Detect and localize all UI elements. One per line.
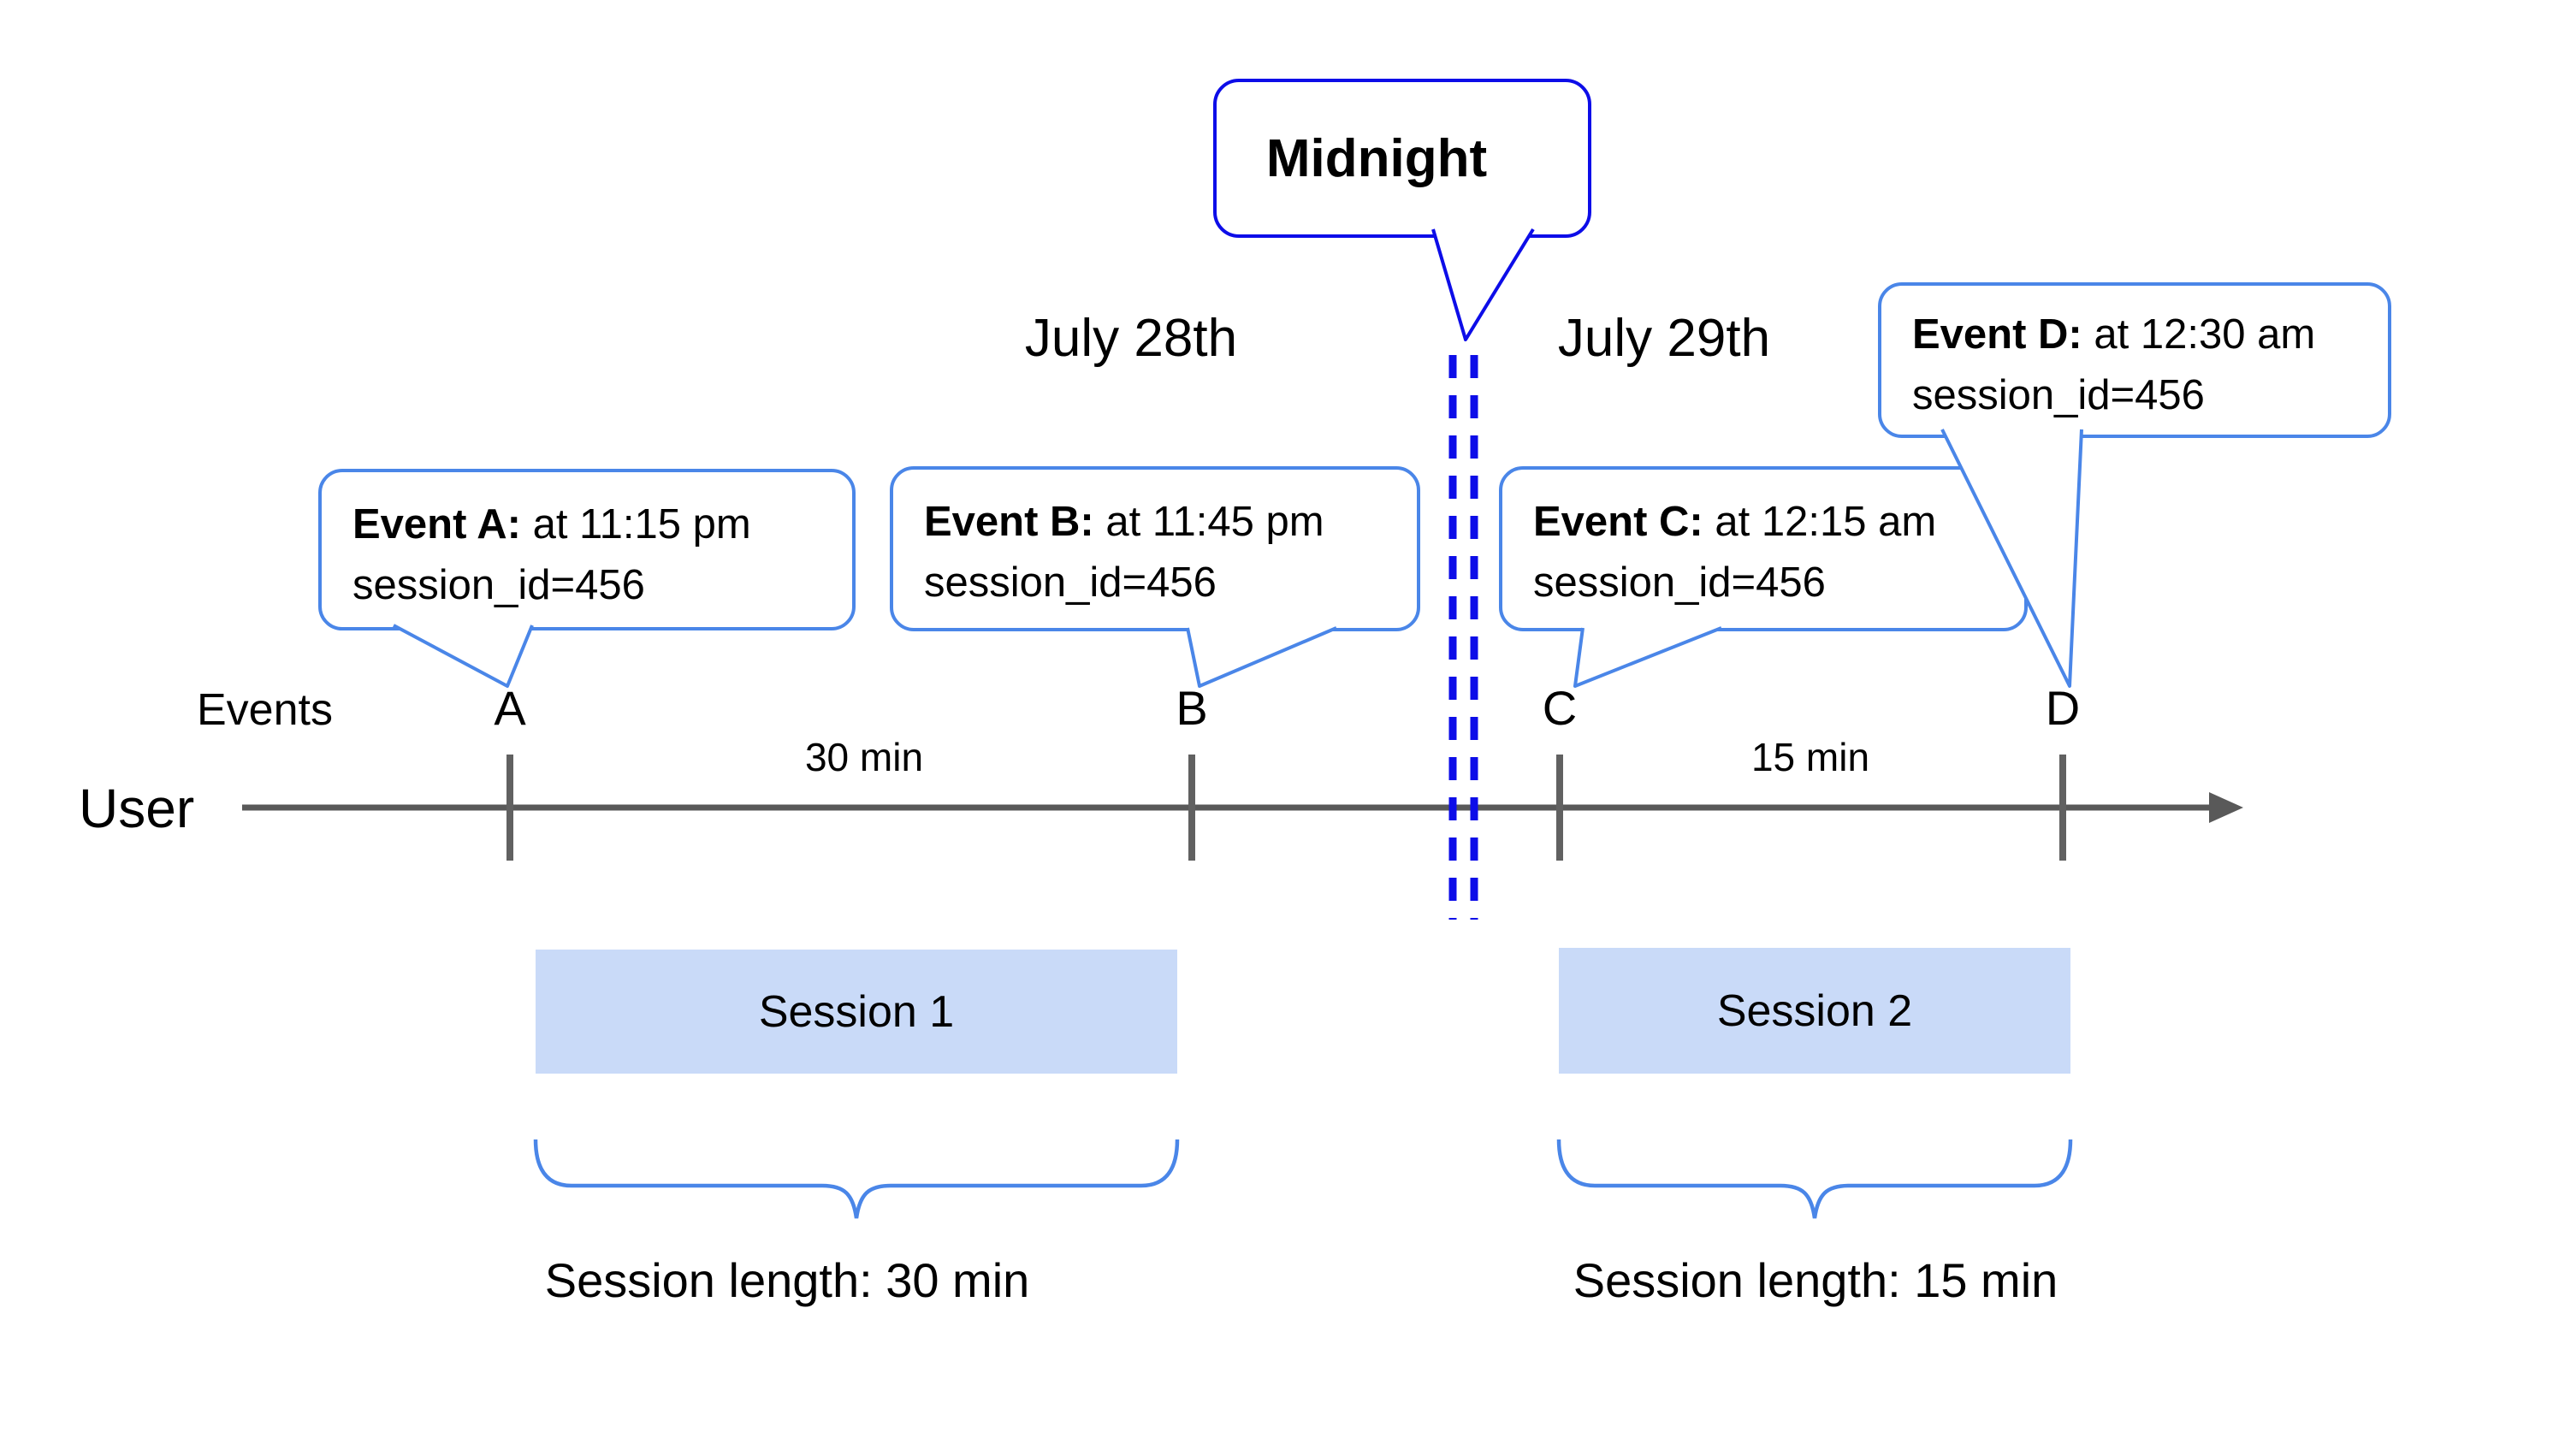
event-d-callout-line1: Event D: at 12:30 am [1912,305,2371,365]
midnight-callout-label: Midnight [1265,128,1488,188]
session1-length-label: Session length: 30 min [544,1253,1030,1307]
event-d-session-id: session_id=456 [1912,372,2205,418]
tick-letter-c: C [1542,681,1578,735]
midnight-callout: Midnight [1213,79,1591,238]
event-b-callout: Event B: at 11:45 pm session_id=456 [890,466,1420,631]
event-d-callout: Event D: at 12:30 am session_id=456 [1878,282,2391,438]
event-b-callout-tail [1186,626,1337,688]
timeline-arrowhead-icon [2209,792,2243,823]
session1-brace [533,1139,1180,1219]
session1-bar-label: Session 1 [758,986,955,1037]
user-axis-label: User [79,778,195,839]
event-c-callout: Event C: at 12:15 am session_id=456 [1499,466,2028,631]
event-d-title: Event D: [1912,311,2082,358]
session2-bar: Session 2 [1559,948,2070,1074]
event-a-callout-tail [393,624,534,688]
event-d-time: at 12:30 am [2094,311,2316,358]
session2-bar-label: Session 2 [1716,985,1913,1036]
event-c-time: at 12:15 am [1715,499,1937,545]
event-d-callout-tail [1940,429,2083,688]
event-c-callout-tail [1573,626,1722,688]
tick-letter-b: B [1176,681,1208,735]
event-a-title: Event A: [352,501,521,547]
events-row-label: Events [197,685,333,735]
event-b-session-id: session_id=456 [924,559,1217,606]
event-a-time: at 11:15 pm [532,501,751,547]
session2-length-label: Session length: 15 min [1573,1253,2058,1307]
session2-brace [1556,1139,2073,1219]
date-label-july-29: July 29th [1557,309,1771,368]
event-a-session-id: session_id=456 [352,562,645,608]
tick-letter-d: D [2045,681,2081,735]
gap-label-30-min: 30 min [804,735,924,779]
session1-bar: Session 1 [536,950,1177,1074]
event-a-callout-line1: Event A: at 11:15 pm [352,494,835,555]
event-c-title: Event C: [1533,499,1703,545]
gap-label-15-min: 15 min [1750,735,1870,779]
event-c-session-id: session_id=456 [1533,559,1826,606]
tick-letter-a: A [494,681,526,735]
event-b-title: Event B: [924,499,1094,545]
event-b-callout-line1: Event B: at 11:45 pm [924,492,1400,553]
event-a-callout: Event A: at 11:15 pm session_id=456 [318,469,856,630]
event-c-callout-line1: Event C: at 12:15 am [1533,492,2007,553]
date-label-july-28: July 28th [1024,309,1238,368]
event-b-time: at 11:45 pm [1105,499,1324,545]
midnight-callout-tail [1431,228,1535,341]
